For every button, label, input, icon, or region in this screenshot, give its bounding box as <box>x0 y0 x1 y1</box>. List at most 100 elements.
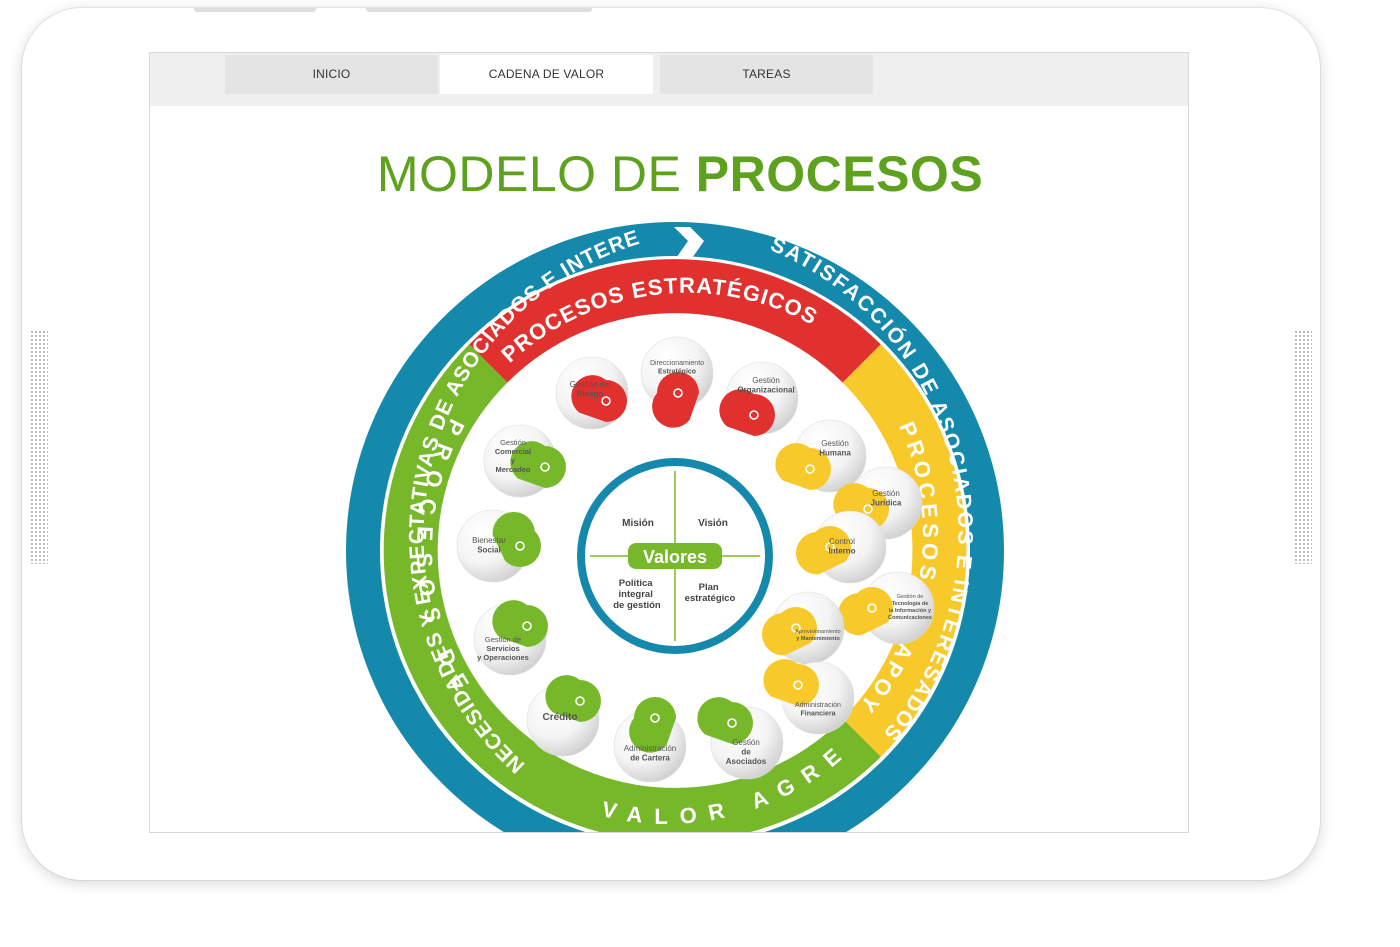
process-label-line: Comercial <box>495 447 531 456</box>
strategic-ring-segment <box>469 259 881 383</box>
process-icon <box>515 541 525 551</box>
tablet-button <box>366 8 592 12</box>
process-label-line: Gestión del <box>570 380 611 389</box>
process-icon <box>727 718 737 728</box>
support-ring-segment <box>842 344 967 757</box>
politica-line: Política <box>619 578 654 589</box>
politica-line: integral <box>619 589 653 600</box>
value-ring-segment <box>383 344 881 832</box>
process-label-line: y Mantenimiento <box>796 636 840 642</box>
tab-inicio[interactable]: INICIO <box>225 55 438 94</box>
process-flag <box>545 675 601 722</box>
process-icon <box>601 396 611 406</box>
process-icon <box>867 603 877 613</box>
process-icon <box>863 504 873 514</box>
process-label-line: Gestión de <box>897 594 924 600</box>
process-label-line: Bienestar <box>472 536 506 545</box>
process-label-line: Asociados <box>726 757 767 766</box>
page-title: MODELO DE PROCESOS <box>150 145 1188 203</box>
politica-line: de gestión <box>613 600 661 611</box>
process-label-line: Social <box>477 546 501 555</box>
valores-badge <box>628 543 722 569</box>
process-label-line: y <box>511 456 516 465</box>
process-flag <box>492 512 541 567</box>
speaker-grille-left <box>30 330 48 564</box>
process-model-diagram: NECESIDADES Y EXPECTATIVAS DE ASOCIADOS … <box>150 53 1004 832</box>
process-label-line: Humana <box>819 449 851 458</box>
process-flag <box>652 372 699 428</box>
tab-cadena-de-valor[interactable]: CADENA DE VALOR <box>440 55 653 94</box>
process-label-line: Control <box>829 537 855 546</box>
process-label-line: Administración <box>795 702 841 709</box>
speaker-grille-right <box>1294 330 1312 564</box>
process-credito[interactable]: Crédito <box>526 675 601 757</box>
process-label: Crédito <box>543 712 578 723</box>
vision-label: Visión <box>698 518 728 529</box>
process-label-line: Jurídica <box>871 499 902 508</box>
process-flag <box>775 443 831 490</box>
title-bold: PROCESOS <box>695 146 984 202</box>
process-label-line: Aprovisionamiento <box>795 629 840 635</box>
process-label-line: Comunicaciones <box>888 615 932 621</box>
process-label-line: Gestión <box>821 439 849 448</box>
process-label-line: Servicios <box>486 644 519 653</box>
process-label-line: Administración <box>624 744 676 753</box>
process-icon <box>749 410 759 420</box>
process-label-line: Gestión de <box>485 635 521 644</box>
process-icon <box>825 542 835 552</box>
process-flag <box>571 375 627 422</box>
process-label-line: y Operaciones <box>477 653 529 662</box>
process-icon <box>805 464 815 474</box>
process-label-line: Riesgo <box>577 390 604 399</box>
process-flag <box>719 389 775 436</box>
process-icon <box>673 388 683 398</box>
process-label-line: Gestión <box>732 738 760 747</box>
tab-tareas[interactable]: TAREAS <box>660 55 873 94</box>
process-flag <box>838 587 893 636</box>
process-label-line: Mercadeo <box>495 465 530 474</box>
mision-label: Misión <box>622 518 654 529</box>
politica-label: Política integral de gestión <box>613 578 661 611</box>
process-flag <box>762 607 817 656</box>
process-label-line: Organizacional <box>737 386 794 395</box>
process-icon <box>793 680 803 690</box>
process-label-line: Crédito <box>543 712 578 723</box>
process-label-line: Gestión <box>500 438 526 447</box>
process-label-line: la Información y <box>889 608 932 614</box>
process-label-line: de <box>741 748 751 757</box>
title-light: MODELO DE <box>376 146 696 202</box>
process-label-line: Tecnología de <box>892 601 929 607</box>
process-icon <box>522 621 532 631</box>
process-flag <box>697 697 753 744</box>
plan-line: Plan <box>699 582 719 593</box>
process-label-line: Direccionamiento <box>650 360 704 367</box>
tab-bar: INICIO CADENA DE VALOR TAREAS <box>150 53 1188 106</box>
chevron-top <box>674 227 704 261</box>
process-icon <box>650 713 660 723</box>
